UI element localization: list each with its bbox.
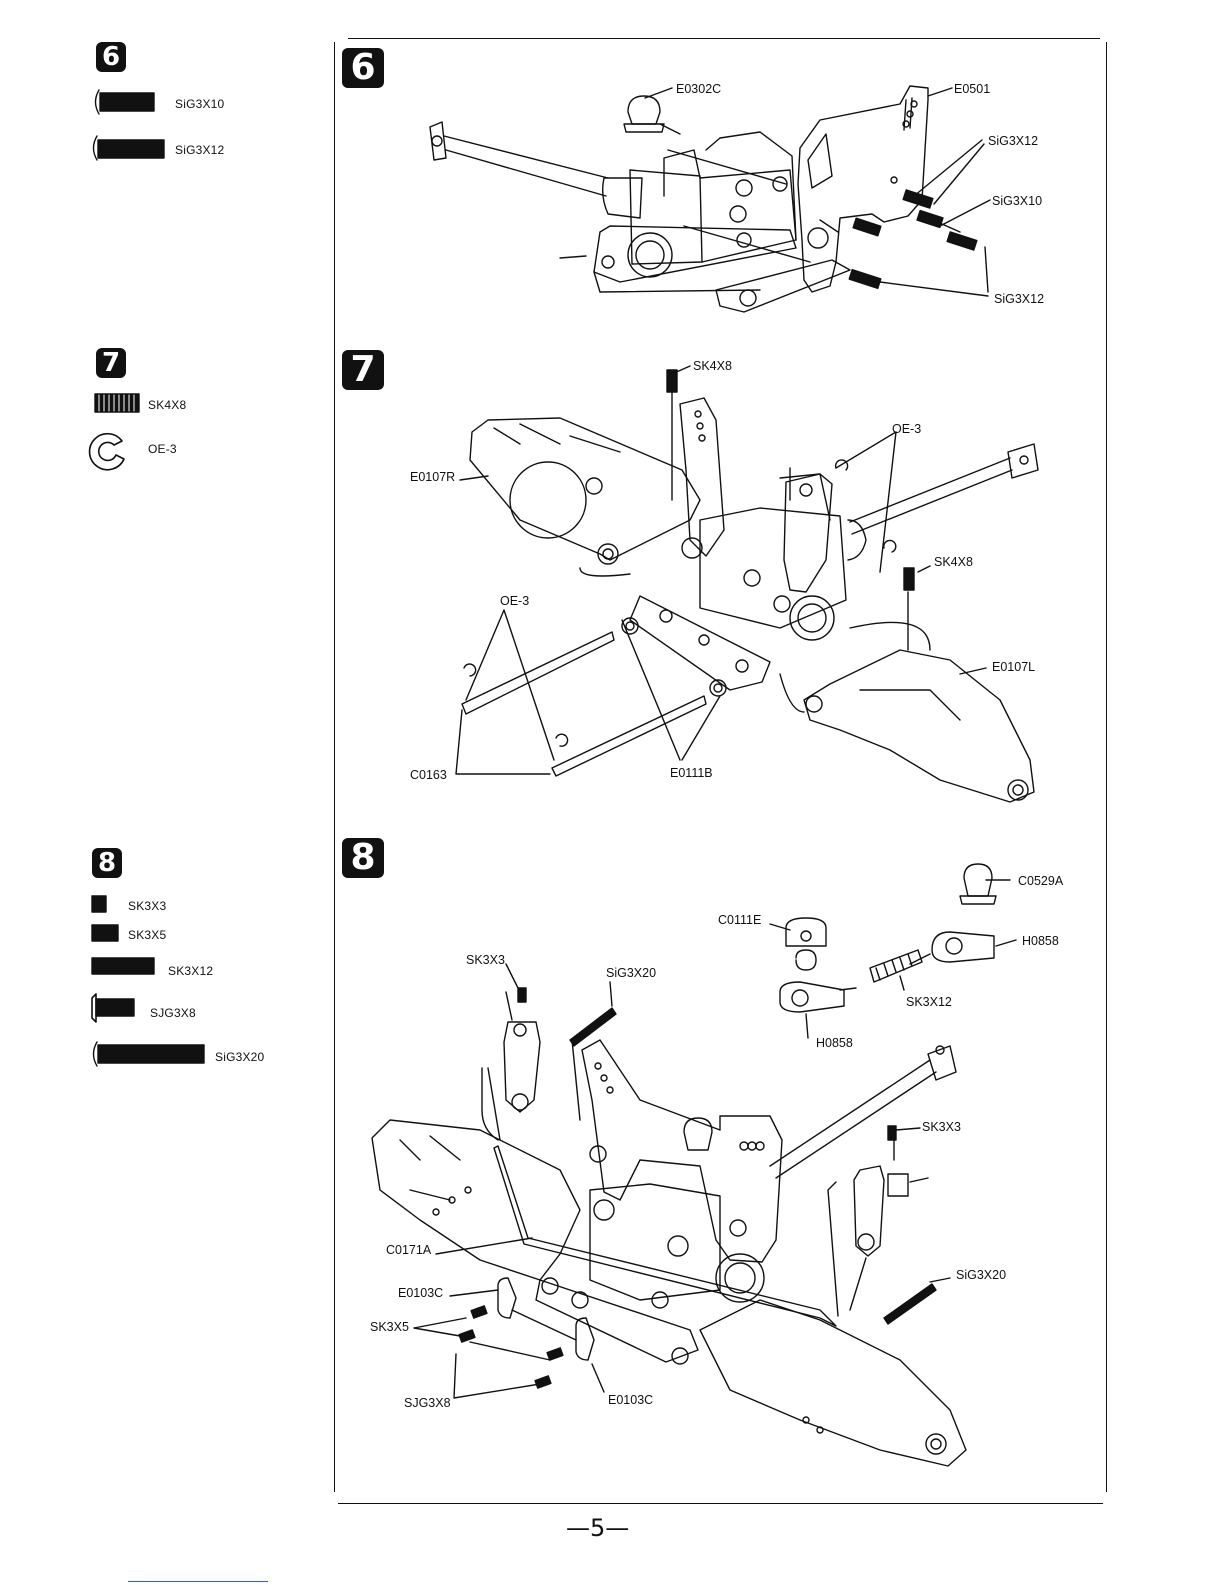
callout-label: E0111B — [670, 766, 713, 780]
screw-icon-sig3x20 — [94, 1042, 205, 1066]
e-clip-icon-oe3 — [90, 434, 124, 470]
callout-label: SK3X3 — [922, 1120, 961, 1134]
callout-label: SJG3X8 — [404, 1396, 451, 1410]
step6-assembly-drawing — [430, 86, 990, 312]
callout-label: SK4X8 — [693, 359, 732, 373]
callout-label: E0107L — [992, 660, 1035, 674]
callout-label: SK3X3 — [466, 953, 505, 967]
callout-label: SK3X5 — [370, 1320, 409, 1334]
callout-label: E0501 — [954, 82, 990, 96]
callout-label: C0171A — [386, 1243, 431, 1257]
screw-icon-sig3x10 — [96, 90, 155, 114]
callout-label: OE-3 — [500, 594, 529, 608]
callout-label: C0111E — [718, 913, 761, 927]
set-screw-icon-sk3x5 — [92, 925, 118, 941]
callout-label: H0858 — [1022, 934, 1059, 948]
callout-label: E0103C — [398, 1286, 443, 1300]
screw-icon-sig3x12 — [94, 136, 165, 160]
callout-label: SiG3X20 — [956, 1268, 1006, 1282]
page-number: —5— — [566, 1514, 629, 1542]
callout-label: SK3X12 — [906, 995, 952, 1009]
callout-label: SiG3X10 — [992, 194, 1042, 208]
callout-label: H0858 — [816, 1036, 853, 1050]
callout-label: C0529A — [1018, 874, 1063, 888]
callout-label: E0107R — [410, 470, 455, 484]
set-screw-icon-sk3x12 — [92, 958, 154, 974]
callout-label: SiG3X20 — [606, 966, 656, 980]
callout-label: C0163 — [410, 768, 447, 782]
set-screw-icon-sk4x8 — [95, 394, 139, 412]
screw-icon-sjg3x8 — [92, 994, 134, 1022]
callout-label: E0103C — [608, 1393, 653, 1407]
set-screw-icon-sk3x3 — [92, 896, 106, 912]
callout-label: SiG3X12 — [988, 134, 1038, 148]
callout-label: SK4X8 — [934, 555, 973, 569]
callout-label: SiG3X12 — [994, 292, 1044, 306]
step7-assembly-drawing — [456, 366, 1038, 802]
callout-label: E0302C — [676, 82, 721, 96]
callout-label: OE-3 — [892, 422, 921, 436]
